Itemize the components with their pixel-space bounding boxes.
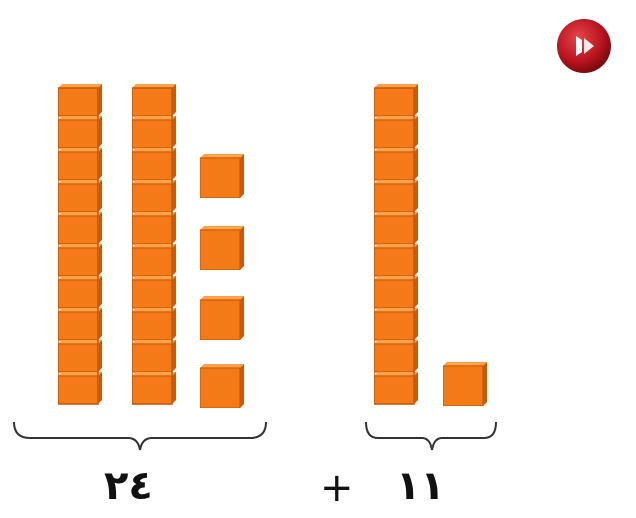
left-group-number: ٢٤ <box>104 463 153 509</box>
plus-operator: + <box>320 465 354 511</box>
unit-cube <box>200 296 244 340</box>
tens-rod <box>58 84 102 405</box>
unit-cube <box>200 154 244 198</box>
tens-rod <box>374 84 418 405</box>
unit-cube <box>200 364 244 408</box>
unit-cube <box>443 362 487 406</box>
right-group-number: ١١ <box>396 463 445 509</box>
right-group-brace <box>365 421 497 451</box>
left-group-brace <box>13 421 267 451</box>
media-play-badge-icon[interactable] <box>556 18 612 74</box>
tens-rod <box>132 84 176 405</box>
unit-cube <box>200 226 244 270</box>
